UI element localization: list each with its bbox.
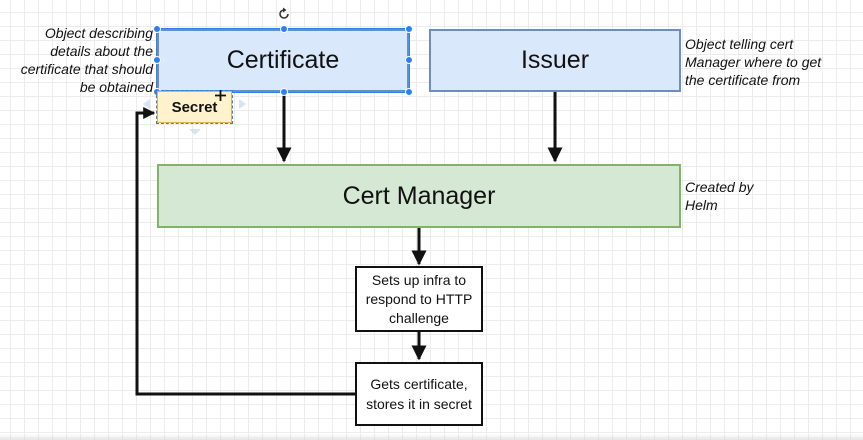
- selection-handle[interactable]: [405, 88, 413, 96]
- node-cert-manager-label: Cert Manager: [342, 181, 496, 210]
- selection-handle[interactable]: [153, 25, 161, 33]
- node-setup-infra-label: Sets up infra to respond to HTTP challen…: [365, 271, 473, 326]
- hover-arrow-left[interactable]: [143, 99, 150, 109]
- hover-arrow-down[interactable]: [189, 129, 201, 135]
- node-issuer-label: Issuer: [520, 46, 590, 74]
- rotate-icon[interactable]: [277, 7, 291, 21]
- selection-handle[interactable]: [153, 56, 161, 64]
- node-certificate-label: Certificate: [226, 46, 340, 74]
- node-issuer[interactable]: Issuer: [429, 29, 681, 92]
- selection-handle[interactable]: [405, 56, 413, 64]
- node-cert-manager[interactable]: Cert Manager: [157, 164, 681, 228]
- node-certificate[interactable]: Certificate: [156, 28, 410, 93]
- move-cursor-icon: [215, 90, 226, 101]
- canvas-bottom-edge: [0, 434, 863, 440]
- node-gets-certificate[interactable]: Gets certificate, stores it in secret: [355, 362, 483, 426]
- selection-handle[interactable]: [280, 88, 288, 96]
- selection-handle[interactable]: [405, 25, 413, 33]
- hover-arrow-right[interactable]: [239, 99, 246, 109]
- note-cert-manager: Created by Helm: [685, 179, 754, 213]
- selection-handle[interactable]: [280, 25, 288, 33]
- node-setup-infra[interactable]: Sets up infra to respond to HTTP challen…: [355, 266, 483, 332]
- note-issuer: Object telling cert Manager where to get…: [685, 36, 822, 88]
- edge-gets-certificate-to-secret: [135, 107, 355, 396]
- note-certificate: Object describing details about the cert…: [20, 25, 153, 95]
- node-secret-label: Secret: [171, 98, 218, 116]
- node-gets-certificate-label: Gets certificate, stores it in secret: [366, 376, 472, 412]
